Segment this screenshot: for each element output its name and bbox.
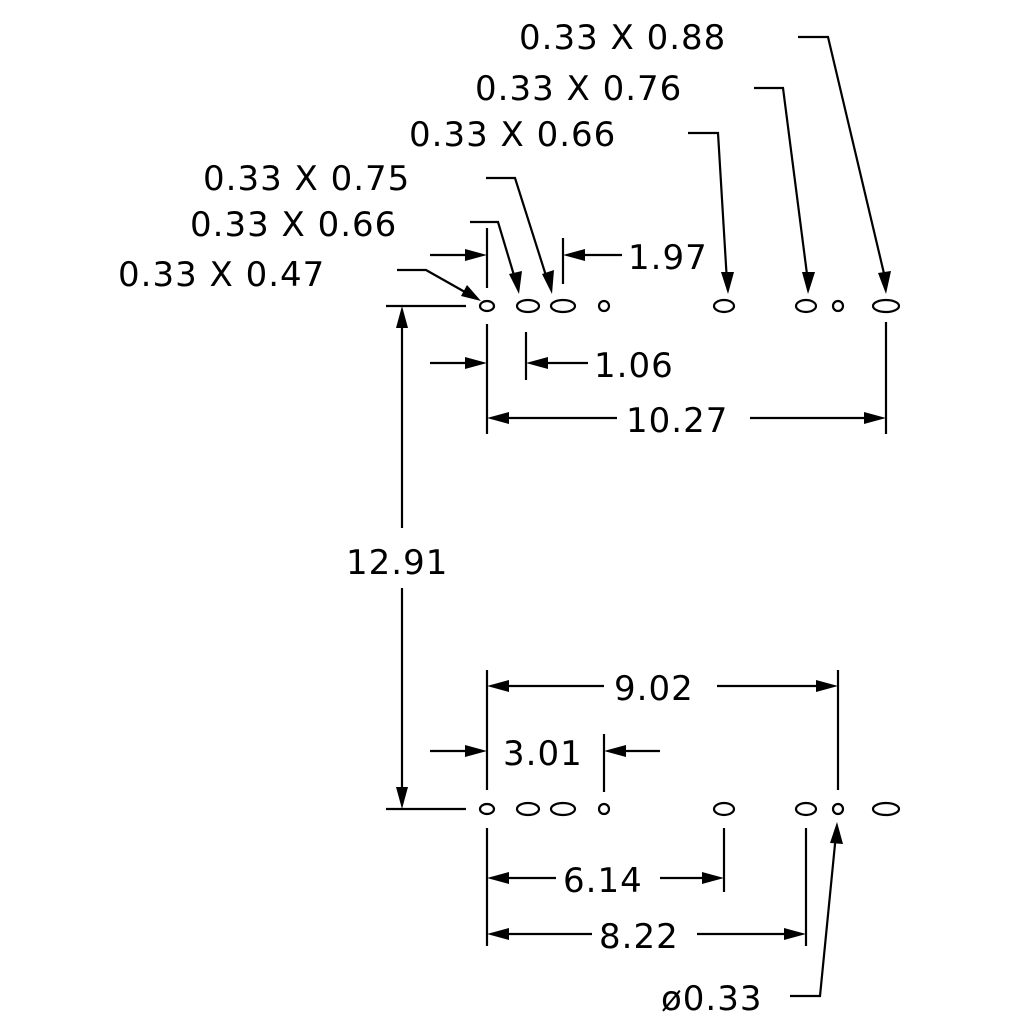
dim-arrowhead	[487, 412, 509, 424]
top-hole-2	[515, 298, 541, 314]
callout-label: 0.33 X 0.88	[519, 18, 726, 58]
top-hole-3	[549, 298, 577, 314]
dim-arrowhead	[784, 928, 806, 940]
leader-line	[688, 131, 729, 283]
leader-arrowhead	[830, 822, 843, 844]
dim-arrowhead	[396, 306, 408, 328]
dim-value: 6.14	[563, 861, 643, 901]
callout-label: ø0.33	[661, 979, 763, 1019]
dim-3-01: 3.01	[430, 734, 660, 774]
leader-arrowhead	[878, 271, 891, 294]
top-hole-4	[597, 299, 611, 313]
leader-line	[798, 35, 888, 283]
bottom-hole-7	[831, 802, 845, 816]
bottom-hole-5	[712, 801, 736, 817]
bottom-hole-6	[794, 801, 818, 817]
leader-arrowhead	[509, 271, 522, 294]
dim-1-97: 1.97	[430, 238, 708, 278]
dim-10-27: 10.27	[487, 401, 886, 441]
dim-arrowhead	[487, 680, 509, 692]
dim-8-22: 8.22	[487, 917, 806, 957]
dim-9-02: 9.02	[487, 669, 838, 709]
dim-value: 9.02	[614, 669, 694, 709]
dim-value: 8.22	[599, 917, 679, 957]
callout-diameter-0-33: ø0.33	[661, 822, 843, 1019]
dim-arrowhead	[604, 745, 626, 757]
dim-arrowhead	[396, 787, 408, 809]
leader-arrowhead	[542, 270, 554, 294]
callout-label: 0.33 X 0.66	[409, 115, 616, 155]
dim-arrowhead	[526, 357, 548, 369]
leader-line	[486, 176, 550, 283]
dim-arrowhead	[465, 249, 487, 261]
dim-arrowhead	[487, 928, 509, 940]
leader-arrowhead	[721, 272, 734, 294]
dim-6-14: 6.14	[487, 861, 724, 901]
dim-arrowhead	[563, 249, 585, 261]
dim-1-06: 1.06	[430, 346, 674, 386]
dim-value: 1.97	[628, 238, 708, 278]
dim-arrowhead	[465, 357, 487, 369]
dim-value: 1.06	[594, 346, 674, 386]
leader-arrowhead	[802, 272, 815, 294]
leader-line	[470, 220, 518, 283]
callout-label: 0.33 X 0.75	[203, 159, 410, 199]
top-hole-row	[478, 298, 901, 314]
bottom-hole-2	[515, 801, 541, 817]
dim-12-91: 12.91	[346, 304, 466, 811]
top-hole-8	[871, 298, 901, 314]
callout-0-33x0-66-left: 0.33 X 0.66	[190, 205, 522, 294]
dim-arrowhead	[816, 680, 838, 692]
top-hole-7	[831, 299, 845, 313]
top-hole-5	[712, 298, 736, 314]
callout-label: 0.33 X 0.76	[475, 69, 682, 109]
dim-value: 3.01	[503, 734, 583, 774]
leader-line	[754, 86, 810, 283]
bottom-hole-8	[871, 801, 901, 817]
callout-label: 0.33 X 0.47	[118, 255, 325, 295]
callout-label: 0.33 X 0.66	[190, 205, 397, 245]
callout-0-33x0-75: 0.33 X 0.75	[203, 159, 554, 294]
callout-0-33x0-76: 0.33 X 0.76	[475, 69, 815, 294]
bottom-hole-row	[478, 801, 901, 817]
bottom-hole-4	[597, 802, 611, 816]
top-hole-1	[478, 299, 496, 313]
dim-arrowhead	[702, 872, 724, 884]
leader-arrowhead	[461, 285, 481, 301]
bottom-hole-1	[478, 802, 496, 816]
dim-value: 10.27	[626, 401, 728, 441]
dim-arrowhead	[487, 872, 509, 884]
dim-arrowhead	[864, 412, 886, 424]
dim-arrowhead	[465, 745, 487, 757]
dim-value: 12.91	[346, 543, 448, 583]
bottom-hole-3	[549, 801, 577, 817]
callout-0-33x0-88: 0.33 X 0.88	[519, 18, 891, 294]
leader-line	[790, 833, 838, 998]
callout-0-33x0-47: 0.33 X 0.47	[118, 255, 481, 301]
top-hole-6	[794, 298, 818, 314]
callout-0-33x0-66-right: 0.33 X 0.66	[409, 115, 734, 294]
leader-line	[397, 268, 473, 297]
